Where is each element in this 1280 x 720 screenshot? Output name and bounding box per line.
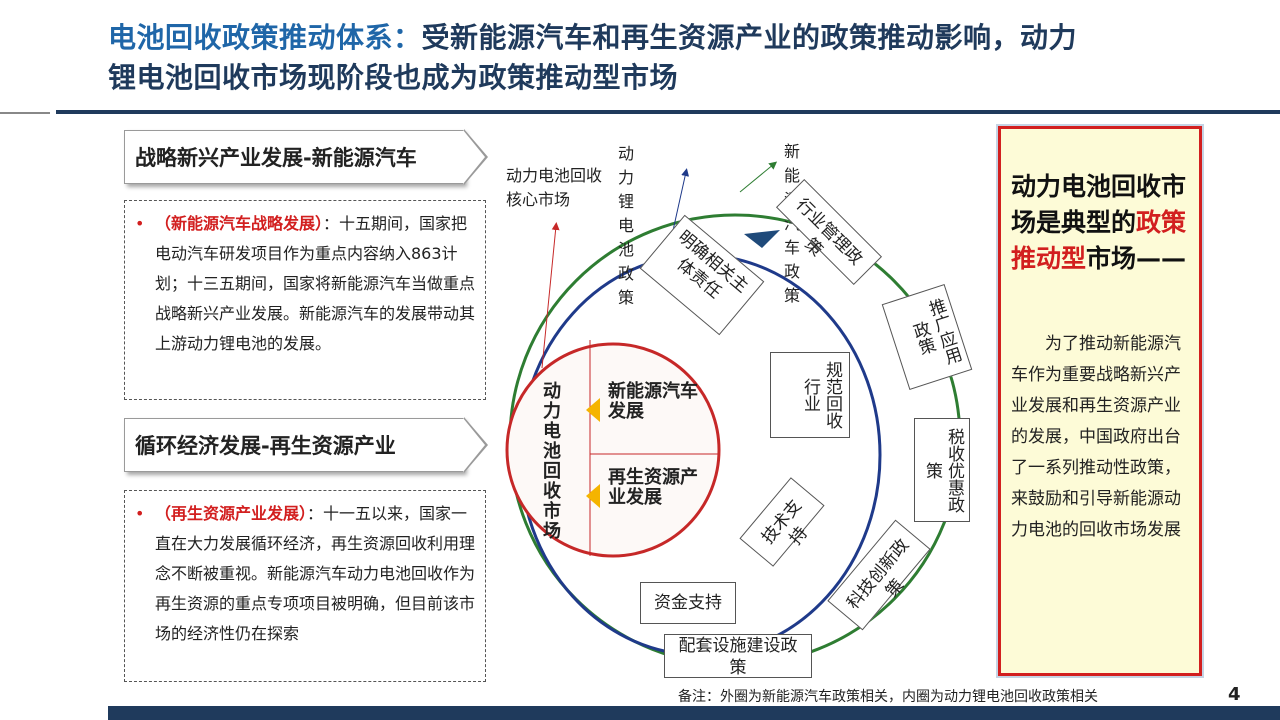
summary-headline-post: 市场—— (1086, 244, 1187, 273)
core-market-arrow (541, 222, 560, 369)
lithium-policy-label: 动力锂电池政策 (618, 144, 635, 307)
summary-body-text: 为了推动新能源汽车作为重要战略新兴产业发展和再生资源产业的发展，中国政府出台了一… (1011, 334, 1181, 540)
pointer-icon-lower (586, 484, 600, 508)
summary-headline: 动力电池回收市场是典型的政策推动型市场—— (1011, 169, 1197, 277)
section-body-recycling: ：十一五以来，国家一直在大力发展循环经济，再生资源回收利用理念不断被重视。新能源… (155, 504, 476, 643)
nev-policy-arrow (739, 161, 778, 193)
summary-panel: 动力电池回收市场是典型的政策推动型市场—— 为了推动新能源汽车作为重要战略新兴产… (998, 126, 1202, 676)
section-lead-recycling: （再生资源产业发展） (155, 504, 308, 523)
section-header-recycling: 循环经济发展-再生资源产业 (124, 418, 464, 472)
summary-headline-pre: 动力电池回收市场是典型的 (1011, 172, 1187, 237)
footer-note: 备注：外圈为新能源汽车政策相关，内圈为动力锂电池回收政策相关 (678, 689, 1098, 705)
pointer-icon-upper (586, 398, 600, 422)
section-box-nev: • （新能源汽车战略发展）：十五期间，国家把电动汽车研发项目作为重点内容纳入86… (124, 200, 486, 400)
title-line1: 受新能源汽车和再生资源产业的政策推动影响，动力 (421, 21, 1078, 54)
title-rule-left (0, 112, 50, 114)
center-upper-label: 新能源汽车发展 (608, 381, 698, 422)
bullet: • (135, 214, 145, 233)
section-arrow-inner-recycling (463, 418, 485, 472)
bullet: • (135, 504, 145, 523)
section-lead-nev: （新能源汽车战略发展） (155, 214, 324, 233)
rotation-marker-icon (744, 230, 780, 248)
inner-item-funding: 资金支持 (640, 582, 736, 624)
inner-item-regulate: 规范回收行业 (770, 352, 850, 438)
section-body-nev: ：十五期间，国家把电动汽车研发项目作为重点内容纳入863计划；十三五期间，国家将… (155, 214, 476, 353)
page-number: 4 (1228, 684, 1241, 705)
outer-item-tax: 税收优惠政策 (914, 418, 970, 522)
outer-item-infrastructure: 配套设施建设政策 (664, 634, 812, 678)
diagram-canvas (505, 161, 962, 667)
summary-body: 为了推动新能源汽车作为重要战略新兴产业发展和再生资源产业的发展，中国政府出台了一… (1011, 329, 1191, 546)
center-vertical-label: 动力电池回收市场 (543, 381, 561, 542)
title-highlight: 电池回收政策推动体系： (108, 21, 422, 54)
summary-headline-red: 政策推动型 (1011, 208, 1187, 273)
title-rule (56, 110, 1280, 114)
section-header-nev: 战略新兴产业发展-新能源汽车 (124, 130, 464, 184)
page-title: 电池回收政策推动体系：受新能源汽车和再生资源产业的政策推动影响，动力 锂电池回收… (108, 18, 1228, 98)
section-box-recycling: • （再生资源产业发展）：十一五以来，国家一直在大力发展循环经济，再生资源回收利… (124, 490, 486, 682)
center-circle (505, 342, 721, 558)
center-lower-label: 再生资源产业发展 (608, 467, 698, 508)
core-market-label: 动力电池回收核心市场 (506, 166, 603, 209)
bottom-bar (108, 706, 1280, 720)
section-arrow-inner-nev (463, 130, 485, 184)
title-line2: 锂电池回收市场现阶段也成为政策推动型市场 (108, 61, 679, 94)
